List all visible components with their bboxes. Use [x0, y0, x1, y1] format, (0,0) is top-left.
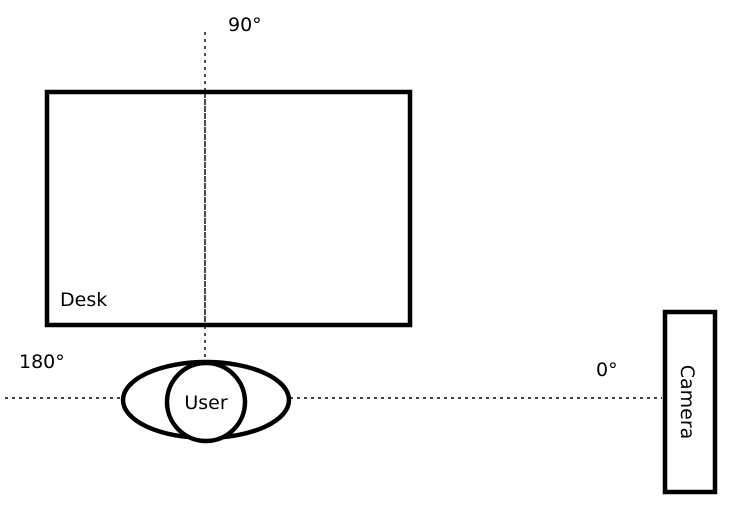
user-head-shape: [164, 360, 248, 444]
camera-shape: [662, 309, 718, 495]
angle-label-180: 180°: [19, 351, 65, 373]
angle-label-90: 90°: [228, 14, 262, 36]
angle-label-0: 0°: [596, 359, 618, 381]
desk-shape: [44, 89, 413, 328]
camera-label: Camera: [676, 365, 698, 440]
desk-label: Desk: [60, 289, 107, 311]
user-label: User: [184, 392, 227, 414]
